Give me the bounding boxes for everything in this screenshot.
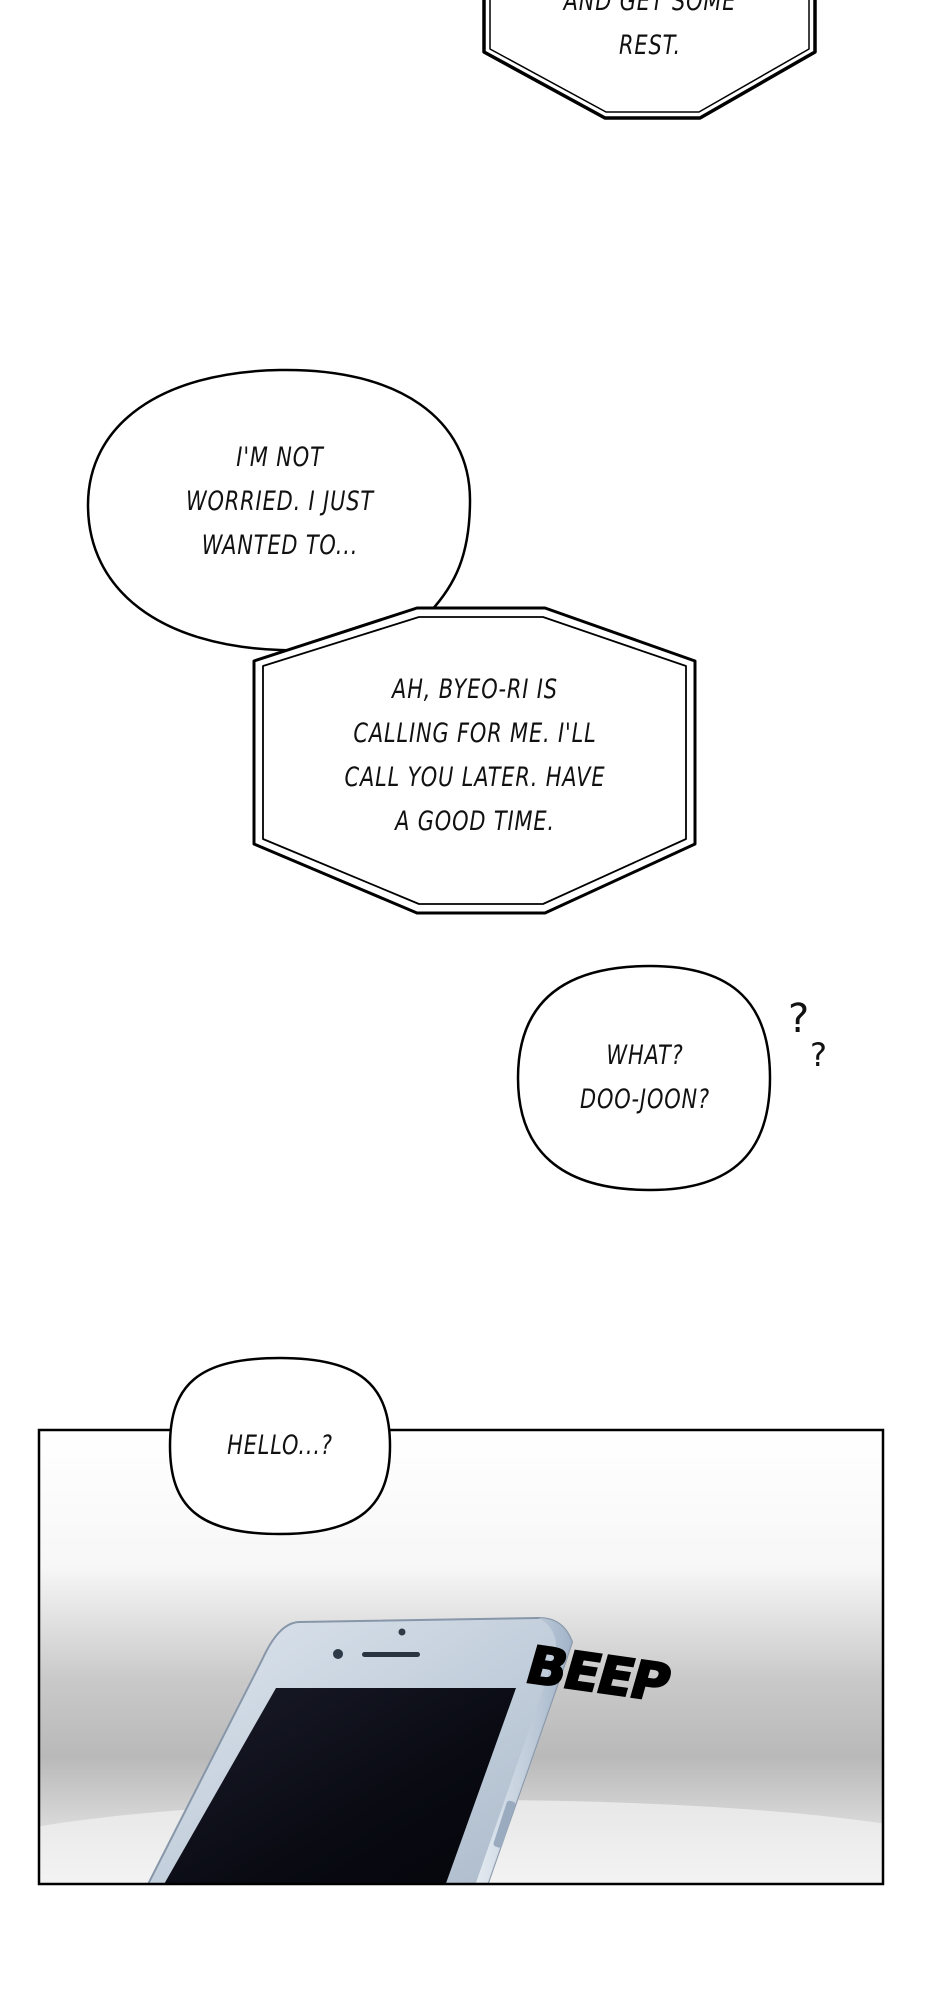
phone-illustration — [39, 1616, 883, 1884]
bubble-line: REST. — [619, 30, 681, 61]
speech-bubble-byeori-shape — [252, 606, 697, 915]
bubble-line: WHAT? — [606, 1040, 684, 1071]
bubble-line: CALL YOU LATER. HAVE — [344, 762, 606, 793]
bubble-line: A GOOD TIME. — [395, 806, 555, 837]
speech-bubble-top-shape — [482, 0, 817, 120]
confusion-mark-large: ? — [788, 996, 810, 1042]
speech-bubble-what: WHAT? DOO-JOON? — [546, 1034, 744, 1122]
speech-bubble-byeori: AH, BYEO-RI IS CALLING FOR ME. I'LL CALL… — [307, 668, 642, 844]
bubble-line: AH, BYEO-RI IS — [392, 674, 558, 705]
speech-bubble-worried: I'M NOT WORRIED. I JUST WANTED TO... — [142, 436, 417, 568]
bubble-text-hello: HELLO...? — [227, 1430, 333, 1461]
speech-bubble-hello-shape — [168, 1356, 392, 1536]
bubble-line: WORRIED. I JUST — [185, 486, 374, 517]
bubble-line: DOO-JOON? — [579, 1084, 710, 1115]
speech-bubble-hello: HELLO...? — [194, 1424, 366, 1468]
speech-bubble-top: AND GET SOME REST. — [521, 0, 779, 68]
bubble-line: AND GET SOME — [563, 0, 737, 17]
speech-bubble-what-shape — [516, 964, 772, 1192]
bubble-line: WANTED TO... — [201, 530, 359, 561]
bubble-line: I'M NOT — [236, 442, 324, 473]
confusion-mark-small: ? — [810, 1036, 827, 1074]
bubble-line: CALLING FOR ME. I'LL — [353, 718, 597, 749]
panel-phone — [37, 1428, 885, 1886]
